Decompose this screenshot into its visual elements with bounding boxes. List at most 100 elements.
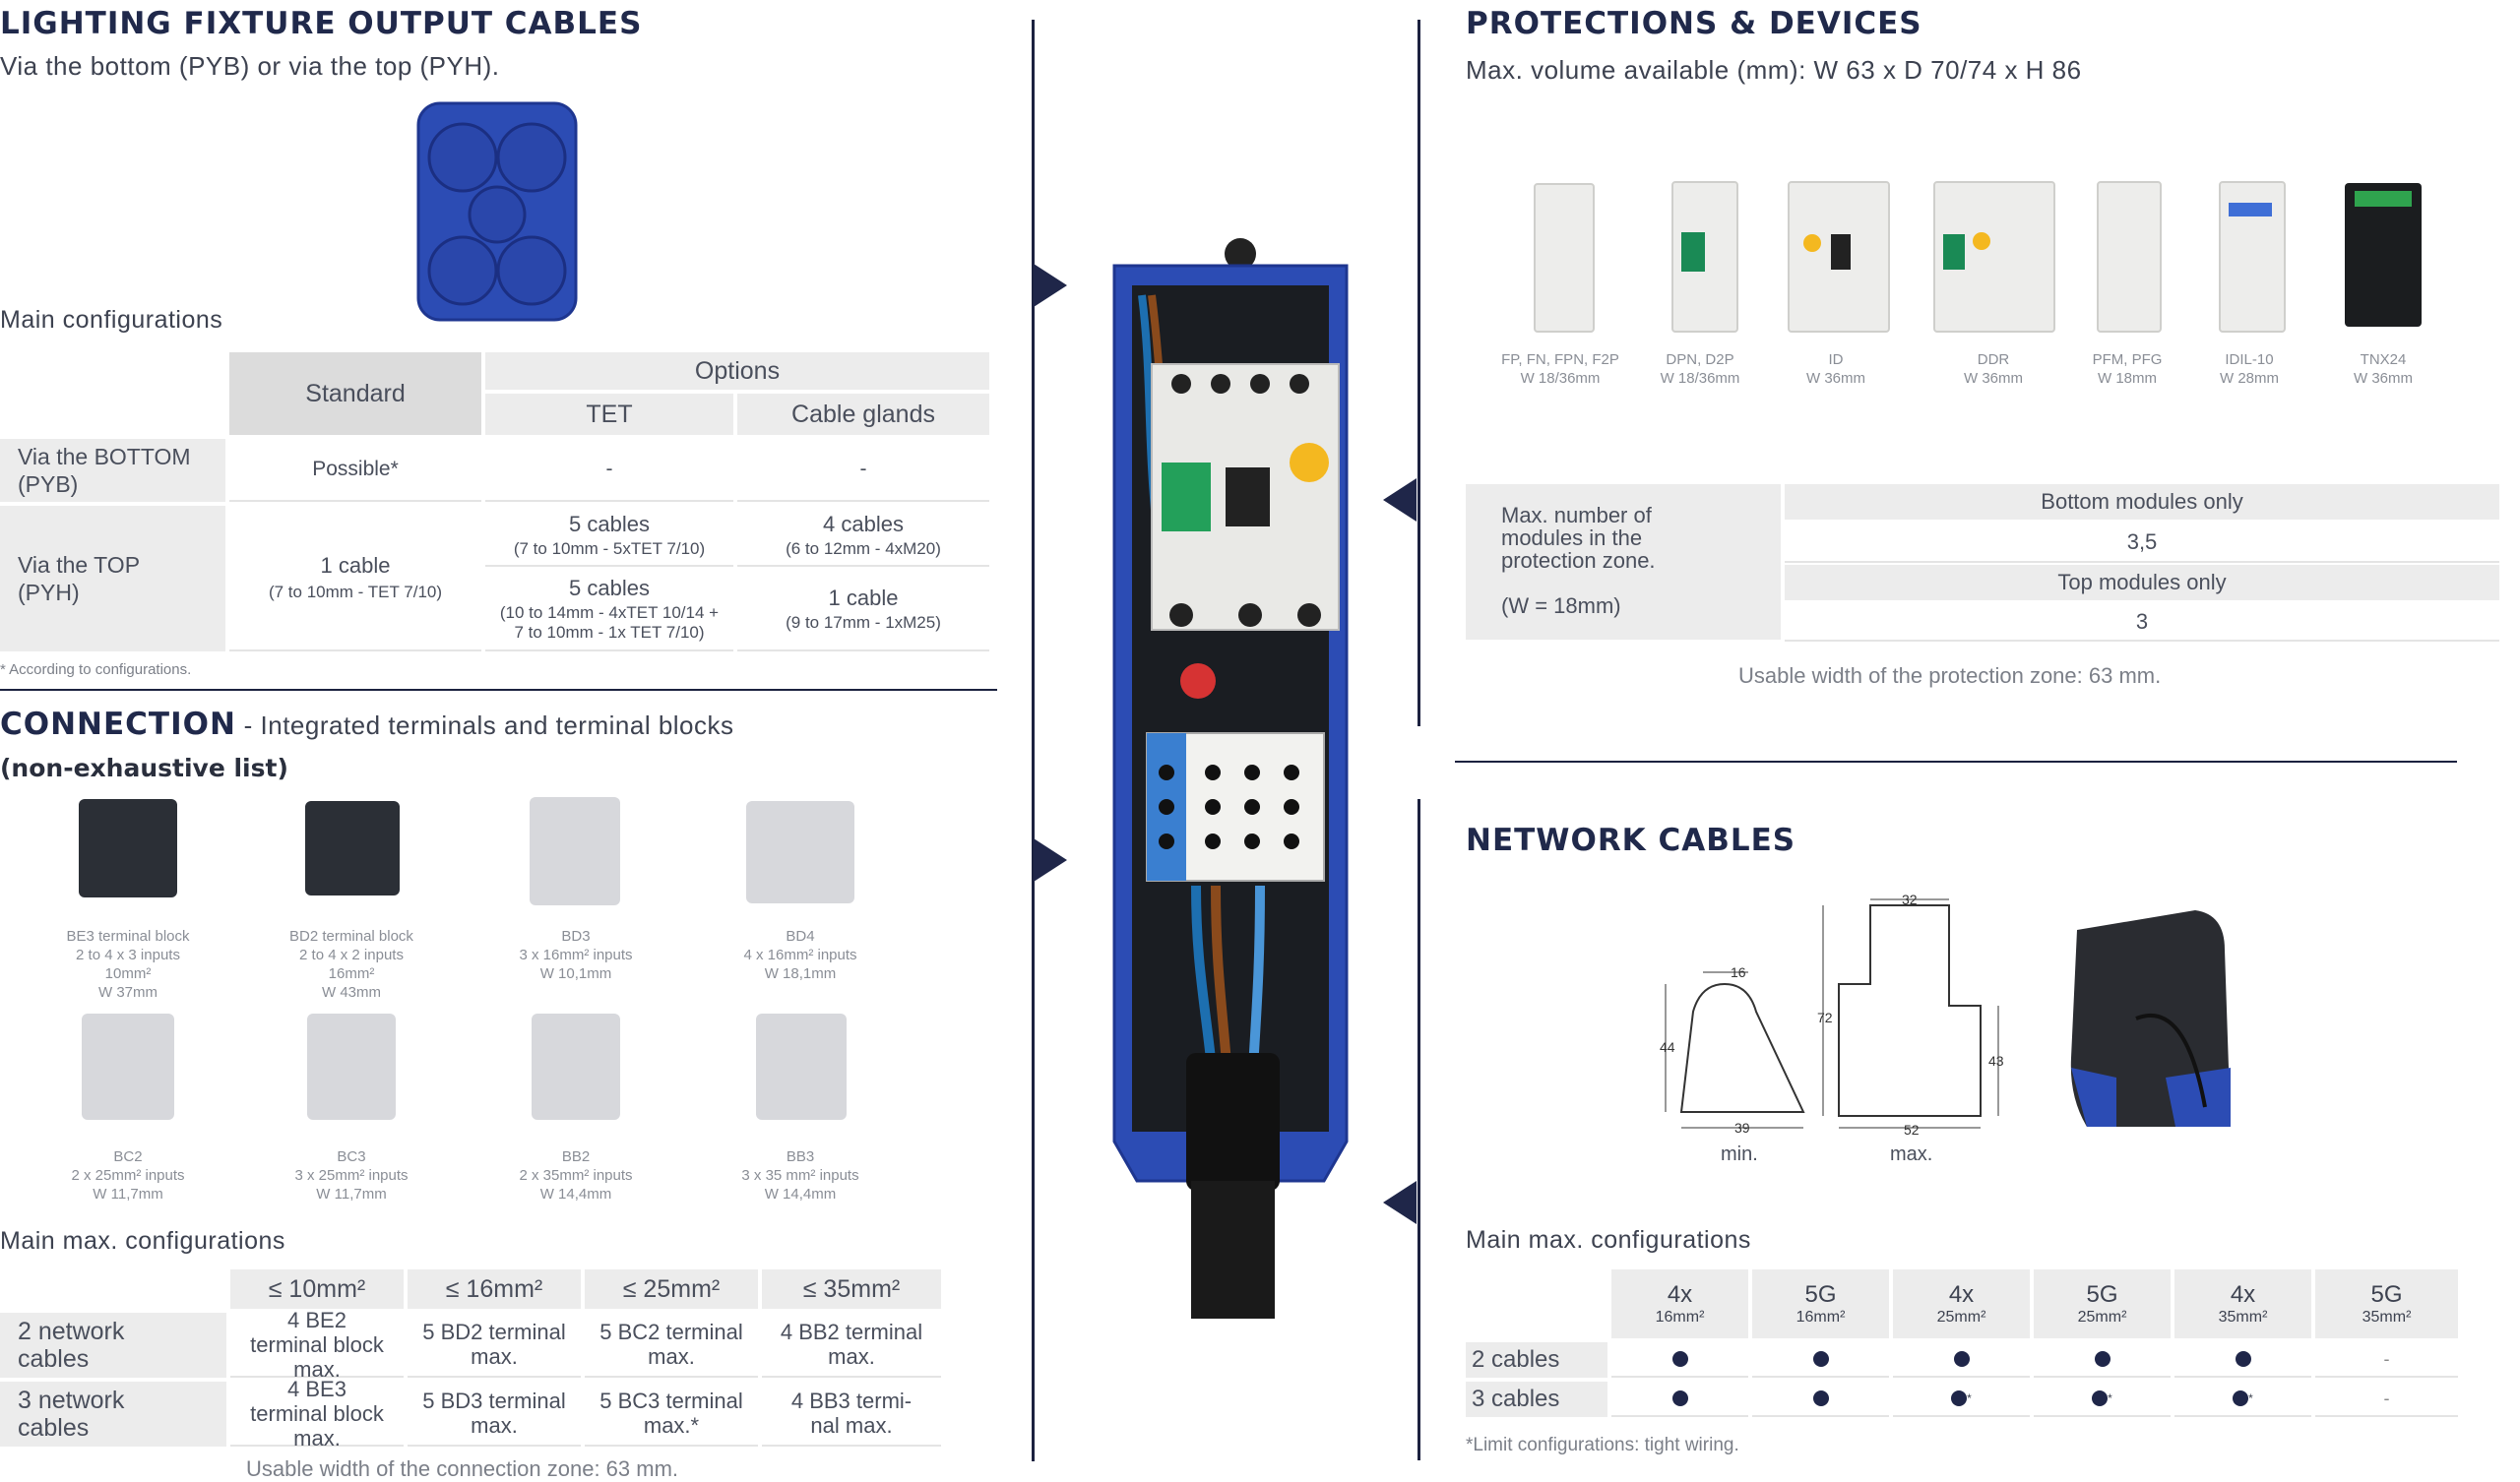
lighting-subtitle: Via the bottom (PYB) or via the top (PYH…	[0, 51, 500, 81]
lighting-title: LIGHTING FIXTURE OUTPUT CABLES	[0, 6, 643, 41]
protections-subtitle: Max. volume available (mm): W 63 x D 70/…	[1466, 55, 2082, 85]
network-footnote: *Limit configurations: tight wiring.	[1466, 1435, 1739, 1455]
dot-icon	[2092, 1390, 2109, 1406]
bb3-image	[756, 1014, 847, 1120]
connection-subtitle: (non-exhaustive list)	[0, 754, 288, 782]
star-mark: *	[1967, 1391, 1972, 1405]
connection-title-rest: - Integrated terminals and terminal bloc…	[235, 710, 734, 740]
section-divider-right	[1455, 761, 2457, 763]
net-r2-c3: *	[1893, 1382, 2030, 1417]
conn-r2-c3: 5 BC3 terminal max.*	[585, 1382, 758, 1447]
lighting-footnote: * According to configurations.	[0, 661, 192, 678]
max-dim-top: 32	[1902, 892, 1918, 907]
arrow-right-top-icon	[1034, 264, 1067, 307]
dot-icon	[2094, 1351, 2110, 1367]
center-divider-right-bottom	[1418, 799, 1420, 1460]
net-row-2: -	[1611, 1342, 2458, 1378]
row-top-tet-a-sub: (7 to 10mm - 5xTET 7/10)	[513, 539, 706, 558]
protection-usable-width: Usable width of the protection zone: 63 …	[1738, 663, 2162, 688]
dot-icon	[2233, 1390, 2249, 1406]
star-mark: *	[2108, 1391, 2112, 1405]
connection-usable-width: Usable width of the connection zone: 63 …	[246, 1456, 679, 1481]
row-bottom-glands: -	[737, 439, 989, 502]
bd3-image	[530, 797, 620, 905]
protection-label-line3: protection zone.	[1501, 548, 1656, 573]
net-row-3: * * * -	[1611, 1382, 2458, 1417]
standard-header: Standard	[229, 352, 481, 435]
row-top-label: Via the TOP (PYH)	[0, 506, 225, 651]
dot-icon	[1671, 1351, 1688, 1367]
network-title: NETWORK CABLES	[1466, 823, 1796, 858]
main-configurations-label: Main configurations	[0, 306, 223, 334]
max-cable-profile	[1822, 898, 1999, 1129]
connection-max-config-label: Main max. configurations	[0, 1227, 285, 1255]
center-divider-right-top	[1418, 20, 1420, 726]
max-dim-left: 72	[1817, 1010, 1833, 1025]
dot-icon	[1951, 1390, 1968, 1406]
conn-r1-c4: 4 BB2 terminal max.	[762, 1313, 941, 1378]
dot-icon	[2235, 1351, 2251, 1367]
net-r1-c6: -	[2315, 1342, 2458, 1378]
be3-image	[79, 799, 177, 897]
bd4-image	[746, 801, 854, 903]
connection-heading: CONNECTION - Integrated terminals and te…	[0, 707, 734, 742]
net-row-3-label: 3 cables	[1466, 1382, 1607, 1417]
conn-r1-c2: 5 BD2 terminal max.	[408, 1313, 581, 1378]
conn-row-2-label: 2 network cables	[0, 1313, 226, 1378]
net-r1-c3	[1893, 1342, 2030, 1378]
protection-label-line4: (W = 18mm)	[1501, 593, 1621, 618]
center-divider-left	[1032, 20, 1035, 1461]
section-divider-left	[0, 689, 997, 691]
device-ddr-image	[1933, 181, 2055, 333]
options-header: Options	[485, 352, 989, 390]
row-bottom-tet: -	[485, 439, 733, 502]
min-dim-bottom: 39	[1734, 1120, 1750, 1136]
distribution-pillar-image	[1112, 238, 1349, 1319]
net-r2-c4: *	[2034, 1382, 2171, 1417]
conn-header-35: ≤ 35mm²	[762, 1269, 941, 1309]
row-bottom-label: Via the BOTTOM (PYB)	[0, 439, 225, 502]
row-bottom-standard: Possible*	[229, 439, 481, 502]
min-label: min.	[1721, 1143, 1758, 1165]
device-idil-image	[2219, 181, 2286, 333]
row-top-tet-b-sub1: (10 to 14mm - 4xTET 10/14 +	[499, 603, 720, 622]
arrow-left-top-icon	[1383, 478, 1417, 522]
row-top-tet-a-main: 5 cables	[569, 512, 650, 536]
net-r2-c5: *	[2174, 1382, 2311, 1417]
conn-r2-c1: 4 BE3 terminal block max.	[230, 1377, 404, 1451]
conn-header-25: ≤ 25mm²	[585, 1269, 758, 1309]
net-r2-c1	[1611, 1382, 1748, 1417]
row-top-glands-b-main: 1 cable	[828, 586, 899, 610]
arrow-right-bottom-icon	[1034, 838, 1067, 882]
row-top-glands-a-main: 4 cables	[823, 512, 904, 536]
device-tnx24-image	[2345, 183, 2422, 327]
protections-title: PROTECTIONS & DEVICES	[1466, 6, 1922, 41]
dot-icon	[1812, 1351, 1829, 1367]
bd2-image	[305, 801, 400, 895]
device-fp-image	[1534, 183, 1595, 333]
protection-label-line1: Max. number of	[1501, 503, 1652, 527]
row-top-glands-a: 4 cables (6 to 12mm - 4xM20)	[737, 506, 989, 567]
net-row-2-label: 2 cables	[1466, 1342, 1607, 1378]
star-mark: *	[2248, 1391, 2253, 1405]
